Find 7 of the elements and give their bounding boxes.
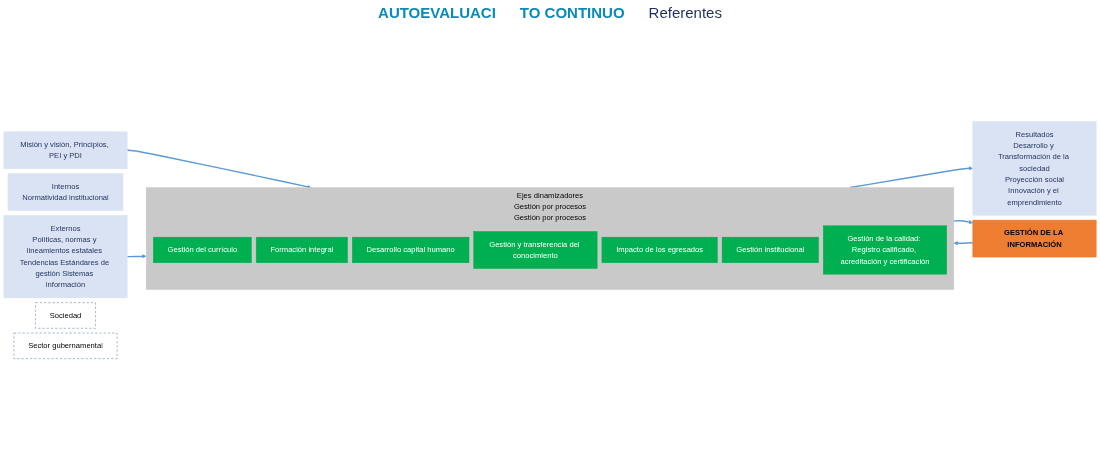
ring-text: TO CONTINUO: [519, 4, 625, 23]
arrow: [953, 220, 973, 225]
arrow: [126, 149, 312, 189]
ring-text: AUTOEVALUACI: [378, 4, 496, 23]
arrow: [126, 254, 147, 259]
arrow: [953, 241, 974, 246]
side-label: Referentes: [648, 4, 722, 23]
